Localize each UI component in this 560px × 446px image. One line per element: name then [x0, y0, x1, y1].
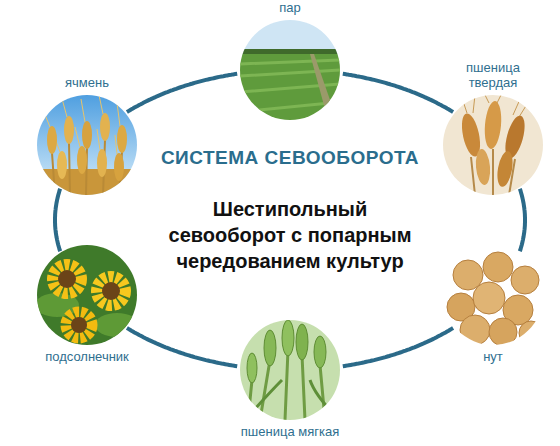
wheat-ear — [282, 320, 294, 356]
crop-circle: ячмень — [37, 95, 137, 195]
barley-ear — [47, 126, 57, 154]
crop-circle: подсолнечник — [37, 245, 137, 345]
diagram-title: СИСТЕМА СЕВООБОРОТА — [161, 147, 419, 168]
durum-wheat-photo — [443, 95, 543, 195]
sky — [240, 20, 340, 56]
wheat-leaves — [245, 380, 335, 420]
photo-ground — [443, 95, 543, 195]
sunflower-center — [71, 317, 87, 333]
crop-circle: нут — [443, 245, 543, 345]
ring-connector — [343, 74, 453, 112]
sunflower-center — [102, 282, 120, 300]
crop-label-box: пшеница мягкая — [210, 424, 370, 440]
sunflower-petals — [97, 277, 125, 305]
center-caption-box: Шестипольный севооборот с попарным черед… — [162, 196, 418, 274]
barley-ear — [97, 149, 107, 177]
crop-label-box: нут — [413, 349, 560, 365]
photo-ground — [240, 320, 340, 420]
barley-ear — [64, 116, 74, 144]
ring-connector — [127, 74, 237, 112]
crop-circle: пшеница твердая — [443, 95, 543, 195]
photo-ground — [443, 245, 543, 345]
wheat-ear — [314, 336, 326, 368]
barley-ear — [114, 153, 124, 181]
barley-ear — [77, 146, 87, 174]
chickpea — [483, 252, 513, 282]
wheat-ear — [474, 148, 491, 185]
crop-label: пар — [279, 0, 301, 15]
chickpea-photo — [443, 245, 543, 345]
chickpea — [473, 282, 505, 314]
sunflower-petals — [66, 312, 92, 338]
barley-ear — [82, 121, 92, 149]
wheat-stems — [471, 149, 515, 195]
soft-wheat-photo — [240, 320, 340, 420]
crop-label-box: пшеница твердая — [453, 60, 533, 91]
field — [240, 54, 340, 120]
sunflower-petals — [53, 265, 81, 293]
crop-label: подсолнечник — [45, 349, 129, 364]
wheat-ear — [495, 150, 515, 188]
chickpea — [489, 318, 517, 345]
field-track — [310, 54, 337, 120]
crop-label: пшеница твердая — [466, 60, 520, 91]
ring-connector — [55, 189, 60, 252]
barley-ear — [100, 113, 110, 141]
wheat-ear — [296, 324, 308, 360]
tree-line — [240, 49, 340, 54]
wheat-ear — [264, 330, 276, 366]
ring-connector — [520, 189, 525, 252]
ring-connector — [127, 328, 237, 366]
crop-label-box: ячмень — [7, 75, 167, 91]
crop-circle: пшеница мягкая — [240, 320, 340, 420]
sunflower-center — [58, 270, 76, 288]
crop-label-box: подсолнечник — [7, 349, 167, 365]
chickpea — [519, 321, 543, 345]
ring-connector — [343, 328, 453, 366]
chickpea — [460, 315, 490, 345]
crop-circle: пар — [240, 20, 340, 120]
title-box: СИСТЕМА СЕВООБОРОТА — [20, 147, 560, 169]
crop-label-box: пар — [210, 0, 370, 16]
barley-photo — [37, 95, 137, 195]
fallow-field-photo — [240, 20, 340, 120]
chickpea — [511, 266, 539, 294]
crop-label: ячмень — [65, 75, 109, 90]
wheat-ear — [247, 353, 257, 383]
center-caption: Шестипольный севооборот с попарным черед… — [169, 198, 412, 272]
barley-ear — [57, 151, 67, 179]
barley-awns — [41, 95, 120, 154]
sunflower-leaf — [95, 313, 137, 337]
crop-label: пшеница мягкая — [241, 424, 339, 439]
barley-ear — [117, 125, 127, 153]
wheat-ear — [483, 100, 503, 149]
crop-label: нут — [483, 349, 503, 364]
sky — [37, 95, 137, 195]
sunflower-photo — [37, 245, 137, 345]
